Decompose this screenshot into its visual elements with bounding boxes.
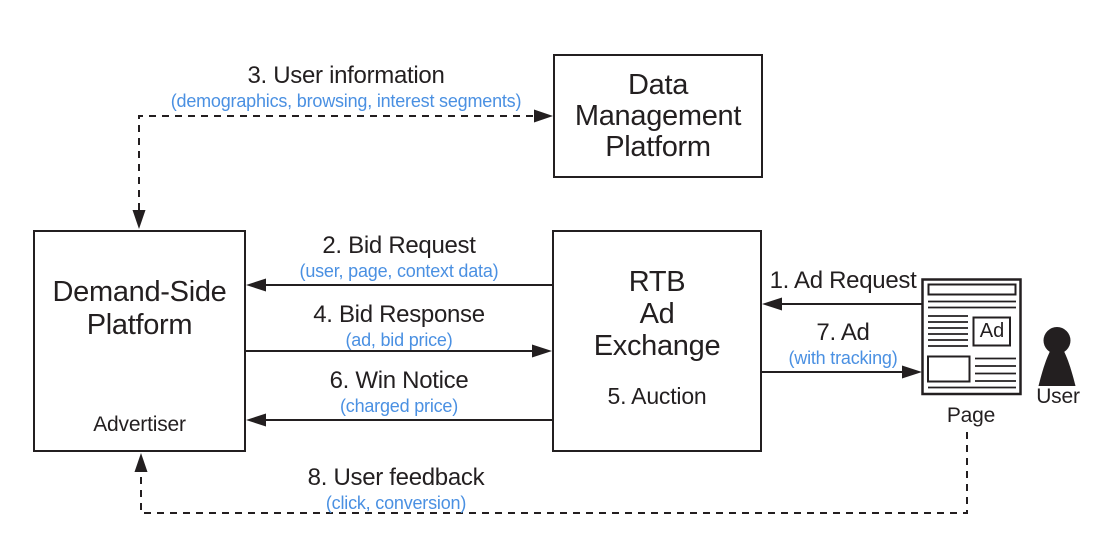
rtb-title: RTB Ad Exchange xyxy=(594,266,721,362)
flow-ad-delivery-label: 7. Ad (with tracking) xyxy=(788,319,898,368)
flow-win-notice-label: 6. Win Notice (charged price) xyxy=(329,367,469,416)
dsp-title-line: Platform xyxy=(86,309,193,341)
rtb-title-line: RTB xyxy=(628,266,686,298)
rtb-title-line: Exchange xyxy=(593,330,721,362)
dsp-title: Demand-Side Platform xyxy=(52,276,226,342)
arrow-bid-response xyxy=(246,344,552,358)
flow-user-information-label: 3. User information (demographics, brows… xyxy=(170,62,522,111)
node-data-management-platform: Data Management Platform xyxy=(553,54,763,178)
arrow-ad-request xyxy=(762,297,922,311)
rtb-title-line: Ad xyxy=(639,298,675,330)
arrow-user-information xyxy=(132,109,553,229)
page-image-box xyxy=(927,355,971,383)
auction-step-label: 5. Auction xyxy=(607,383,707,409)
node-demand-side-platform: Demand-Side Platform xyxy=(33,230,246,452)
page-ad-slot-box xyxy=(972,316,1011,347)
user-label: User xyxy=(1036,385,1080,408)
dmp-title-line: Platform xyxy=(605,130,711,163)
flow-user-feedback-label: 8. User feedback (click, conversion) xyxy=(307,464,485,513)
page-icon xyxy=(921,278,1022,396)
dmp-title: Data Management Platform xyxy=(574,68,742,163)
page-text-lines xyxy=(928,300,1016,389)
flow-bid-request-label: 2. Bid Request (user, page, context data… xyxy=(299,232,499,281)
flow-ad-request-label: 1. Ad Request xyxy=(769,267,917,294)
page-ad-slot-label: Ad xyxy=(979,320,1005,342)
arrow-user-feedback xyxy=(134,432,968,514)
dmp-title-line: Data xyxy=(627,68,689,101)
user-person-icon xyxy=(1038,327,1076,386)
arrow-win-notice xyxy=(246,413,552,427)
page-header-bar xyxy=(927,283,1017,296)
arrow-ad-delivery xyxy=(762,365,922,379)
flow-bid-response-label: 4. Bid Response (ad, bid price) xyxy=(313,301,485,350)
advertiser-label: Advertiser xyxy=(93,413,186,436)
dmp-title-line: Management xyxy=(574,99,742,132)
node-rtb-ad-exchange: RTB Ad Exchange xyxy=(552,230,762,452)
page-label: Page xyxy=(946,404,996,427)
dsp-title-line: Demand-Side xyxy=(52,276,227,308)
arrow-bid-request xyxy=(246,278,552,292)
